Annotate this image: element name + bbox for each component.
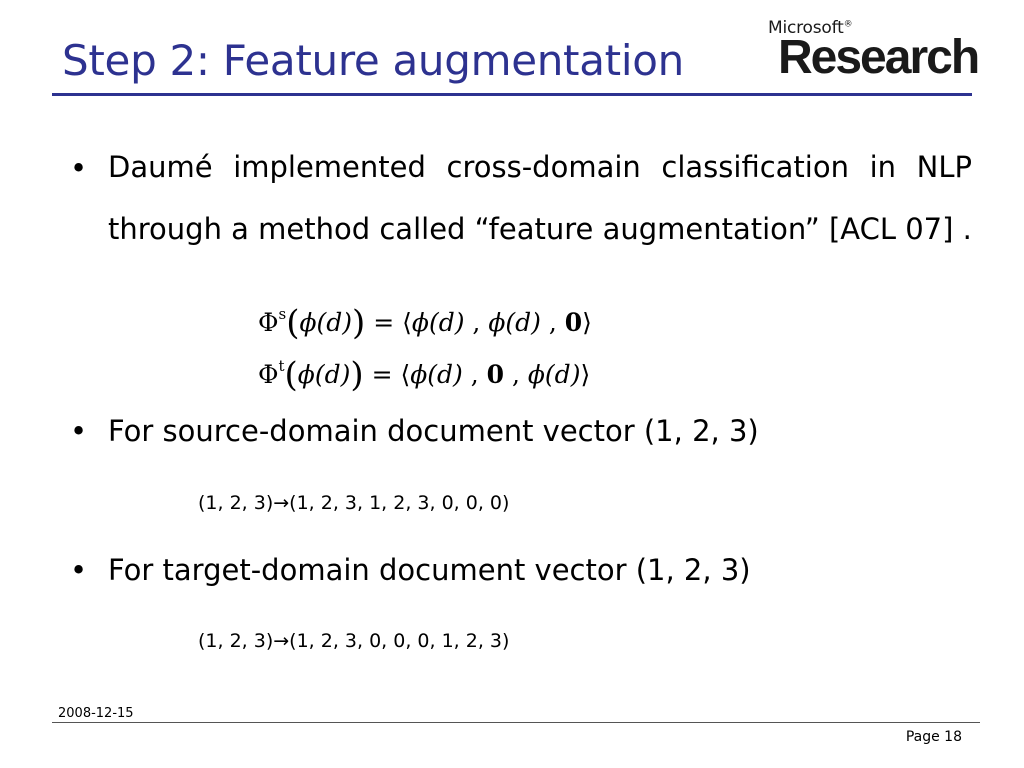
footer-date: 2008-12-15 (58, 706, 134, 721)
microsoft-research-logo: Microsoft® Research (768, 18, 980, 84)
footer-divider (52, 722, 980, 723)
logo-microsoft-text: Microsoft® (768, 18, 853, 38)
source-mapping: (1, 2, 3)→(1, 2, 3, 1, 2, 3, 0, 0, 0) (198, 492, 510, 514)
bullet-dot-2: • (70, 414, 88, 448)
bullet-text-1: Daumé implemented cross-domain classific… (108, 150, 972, 246)
target-formula: Φt(ϕ(d)) = ⟨ϕ(d) , 0 , ϕ(d)⟩ (258, 355, 591, 395)
target-mapping: (1, 2, 3)→(1, 2, 3, 0, 0, 0, 1, 2, 3) (198, 630, 510, 652)
slide-title: Step 2: Feature augmentation (62, 36, 684, 85)
logo-research-text: Research (778, 31, 980, 84)
page-number: Page 18 (905, 729, 962, 745)
bullet-dot-3: • (70, 553, 88, 587)
source-formula: Φs(ϕ(d)) = ⟨ϕ(d) , ϕ(d) , 0⟩ (258, 303, 592, 343)
bullet-text-2: For source-domain document vector (1, 2,… (108, 414, 759, 448)
bullet-text-3: For target-domain document vector (1, 2,… (108, 553, 751, 587)
title-underline (52, 93, 972, 96)
bullet-dot-1: • (70, 151, 88, 185)
feature-augmentation-formulas: Φs(ϕ(d)) = ⟨ϕ(d) , ϕ(d) , 0⟩ Φt(ϕ(d)) = … (258, 300, 658, 392)
